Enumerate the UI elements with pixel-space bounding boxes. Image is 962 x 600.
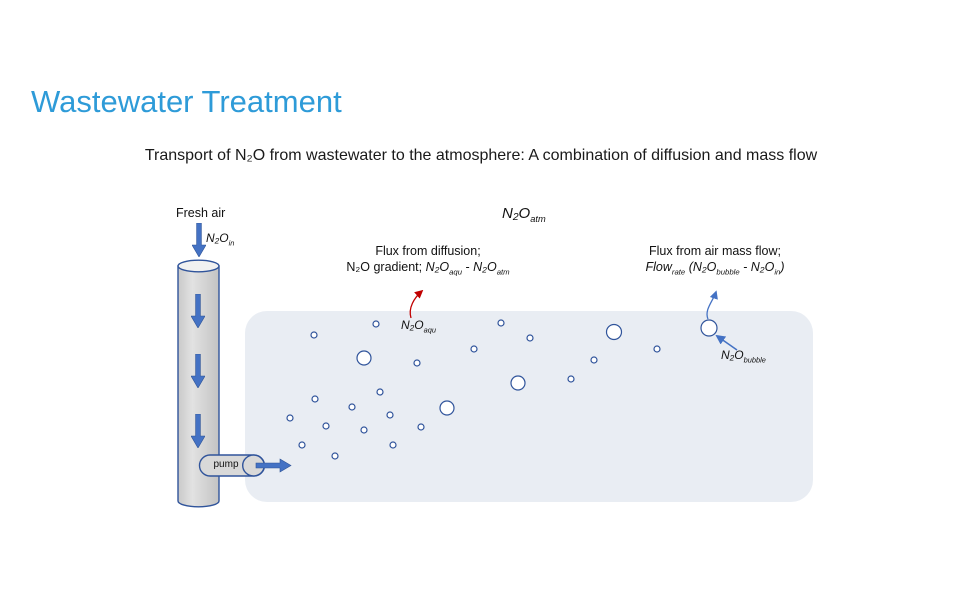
bubble (356, 350, 372, 366)
n2o-aqu-term-sub: aqu (449, 267, 463, 277)
n2o-atm-label: N₂Oatm (502, 205, 546, 224)
n2o-aqu-term-base: N₂O (425, 260, 450, 274)
n2o-aqu-base: N₂O (401, 318, 424, 332)
n2o-in-term: N₂Oin (750, 260, 781, 277)
n2o-bubble-circle (700, 319, 718, 337)
n2o-atm-base: N₂O (502, 205, 531, 222)
flux-diffusion-line2: N₂O gradient; N₂Oaqu - N₂Oatm (330, 259, 526, 277)
bubble (389, 441, 397, 449)
bubble (310, 331, 318, 339)
bubble (286, 414, 294, 422)
bubble (497, 319, 505, 327)
n2o-aqu-label: N₂Oaqu (401, 318, 436, 335)
flux-mass-flow-line2: Flowrate (N₂Obubble - N₂Oin) (618, 259, 812, 277)
air-inlet-tube-top (177, 259, 220, 273)
bubble (417, 423, 425, 431)
bubble (331, 452, 339, 460)
bubbles-layer (286, 319, 718, 460)
flow-rate-term: Flowrate (645, 260, 686, 277)
bubble (376, 388, 384, 396)
bubble (360, 426, 368, 434)
n2o-bubble-term: N₂Obubble (692, 260, 740, 277)
bubble (372, 320, 380, 328)
flux-mass-flow-line1: Flux from air mass flow; (649, 244, 781, 258)
n2o-atm-sub: atm (530, 214, 546, 224)
bubble (653, 345, 661, 353)
wastewater-tank (245, 311, 813, 502)
diffusion-flux-arrow-icon (409, 289, 424, 319)
bubble (470, 345, 478, 353)
flux-mass-flow-open: ( (685, 260, 693, 274)
bubble (510, 375, 526, 391)
n2o-bubble-sub: bubble (743, 355, 766, 365)
n2o-atm-term: N₂Oatm (473, 260, 510, 277)
n2o-in-label: N₂Oin (206, 231, 235, 248)
n2o-in-term-sub: in (774, 267, 781, 277)
page-title: Wastewater Treatment (31, 84, 342, 119)
pump-label: pump (213, 459, 239, 470)
bubble (322, 422, 330, 430)
n2o-bubble-label: N₂Obubble (721, 348, 766, 365)
fresh-air-label: Fresh air (176, 206, 226, 220)
n2o-aqu-term: N₂Oaqu (425, 260, 463, 277)
flow-rate-sub: rate (671, 267, 686, 277)
n2o-bubble-term-sub: bubble (716, 267, 740, 277)
flux-mass-flow-note: Flux from air mass flow; Flowrate (N₂Obu… (618, 243, 812, 277)
n2o-bubble-base: N₂O (721, 348, 744, 362)
bubble (386, 411, 394, 419)
bubble (590, 356, 598, 364)
bubble-pointer-arrow-icon (715, 334, 738, 351)
n2o-in-base: N₂O (206, 231, 229, 245)
flux-mass-flow-close: ) (780, 260, 785, 274)
flux-diffusion-note: Flux from diffusion; N₂O gradient; N₂Oaq… (330, 243, 526, 277)
bubble (413, 359, 421, 367)
bubble (348, 403, 356, 411)
flow-rate-base: Flow (645, 260, 672, 274)
flux-diffusion-prefix: N₂O gradient; (346, 260, 426, 274)
bubble (439, 400, 455, 416)
n2o-in-sub: in (228, 238, 235, 248)
mass-flow-flux-arrow-icon (706, 290, 718, 320)
n2o-atm-term-sub: atm (496, 267, 510, 277)
bubble (526, 334, 534, 342)
n2o-bubble-term-base: N₂O (692, 260, 717, 274)
pump-outflow-arrow-icon (255, 458, 292, 473)
n2o-in-term-base: N₂O (750, 260, 775, 274)
bubble (567, 375, 575, 383)
n2o-atm-term-base: N₂O (473, 260, 497, 274)
bubble (298, 441, 306, 449)
flux-diffusion-minus: - (462, 260, 474, 274)
fresh-air-arrow-icon (192, 223, 206, 257)
flux-mass-flow-minus: - (739, 260, 751, 274)
n2o-aqu-sub: aqu (423, 325, 436, 335)
subtitle: Transport of N₂O from wastewater to the … (144, 147, 818, 164)
bubble (605, 323, 623, 341)
bubble (311, 395, 319, 403)
flux-diffusion-line1: Flux from diffusion; (375, 244, 481, 258)
